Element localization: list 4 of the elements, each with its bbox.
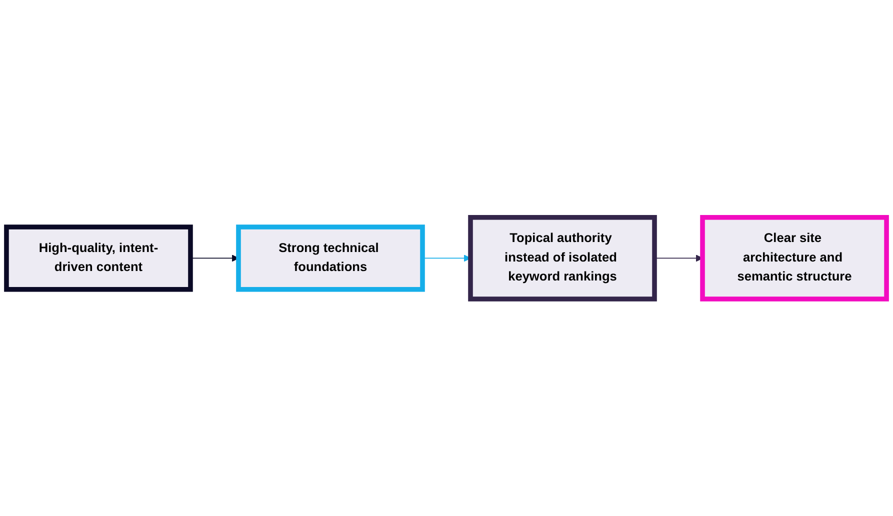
node-box: Clear site architecture and semantic structure — [700, 214, 889, 302]
node-box: Topical authority instead of isolated keyword rankings — [468, 214, 657, 302]
node-box: Strong technical foundations — [236, 224, 425, 292]
node-box: High-quality, intent-driven content — [4, 224, 193, 292]
